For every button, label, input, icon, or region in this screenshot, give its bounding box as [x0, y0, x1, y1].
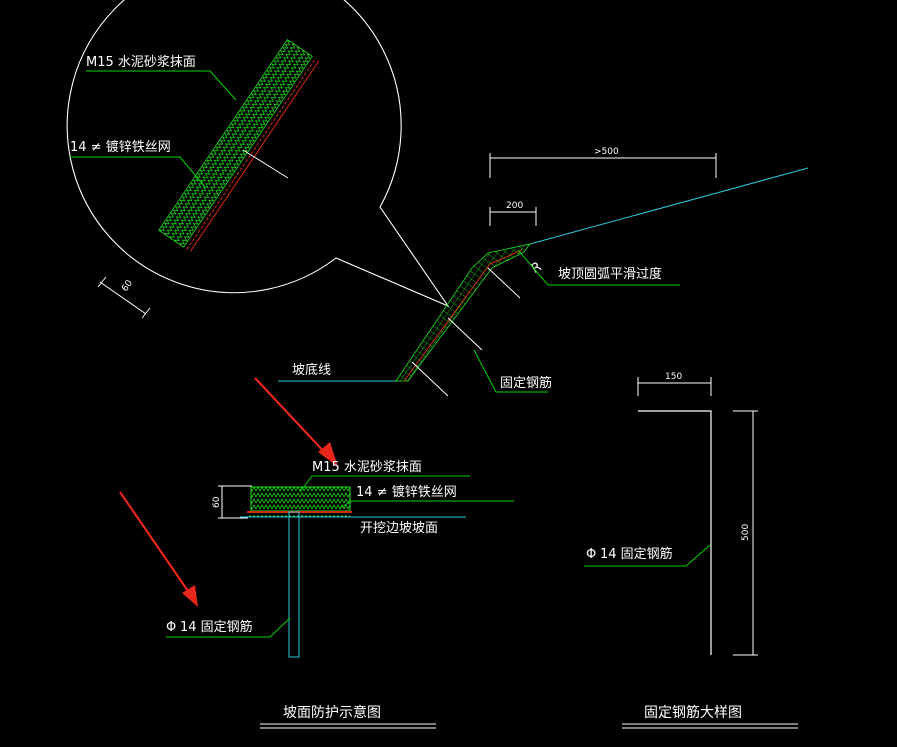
anchor-detail: 60 M15 水泥砂浆抹面 14 ≠ 镀锌铁丝网 开挖边坡坡面 Φ 14 固定钢… — [166, 460, 514, 658]
anchor-line — [487, 267, 521, 299]
rebar-dim-150: 150 — [665, 372, 682, 382]
titles: 坡面防护示意图 固定钢筋大样图 — [260, 704, 798, 729]
detail-bubble: M15 水泥砂浆抹面 14 ≠ 镀锌铁丝网 60 — [66, 0, 450, 319]
slope-section: >500 200 R 坡顶圆弧平滑过度 坡底线 固定钢筋 — [278, 147, 809, 397]
slope-protection-hatch — [395, 243, 531, 382]
anchor-mesh-leader — [339, 500, 514, 509]
dim-500: >500 — [489, 147, 717, 178]
dim-200-value: 200 — [506, 201, 523, 211]
anchor-rebar-symbol: Φ — [166, 620, 176, 635]
section-rebar-label: 固定钢筋 — [500, 375, 552, 391]
rebar-detail: 150 500 Φ 14 固定钢筋 — [584, 372, 758, 656]
anchor-rebar-leader — [166, 617, 291, 638]
title-left: 坡面防护示意图 — [283, 704, 381, 721]
anchor-mortar-leader — [299, 475, 470, 493]
slope-rebar-line — [403, 249, 523, 382]
bubble-mortar-leader — [86, 70, 237, 101]
anchor-surface-label: 开挖边坡坡面 — [360, 521, 438, 536]
bubble-thickness-dim: 60 — [97, 276, 151, 319]
anchor-rebar — [288, 511, 300, 658]
dim-500-value: >500 — [594, 147, 619, 157]
crest-leader — [517, 249, 680, 286]
rebar-dim-500: 500 — [741, 524, 751, 541]
bubble-mesh-leader — [70, 156, 206, 188]
crest-line — [529, 167, 809, 245]
rebar-detail-symbol: Φ — [586, 547, 596, 562]
bubble-mesh-label: 14 ≠ 镀锌铁丝网 — [70, 139, 171, 155]
rebar-detail-label: 14 固定钢筋 — [600, 546, 673, 562]
radius-mark: R — [529, 259, 544, 277]
anchor-line — [447, 317, 483, 351]
anchor-mortar-block — [250, 486, 351, 512]
bubble-thickness-value: 60 — [120, 278, 135, 293]
bubble-leader-white — [242, 149, 289, 179]
toe-label: 坡底线 — [292, 362, 331, 378]
title-right: 固定钢筋大样图 — [644, 704, 742, 721]
anchor-mortar-label: M15 水泥砂浆抹面 — [312, 460, 422, 475]
red-arrows — [119, 377, 338, 607]
dim-200: 200 — [489, 201, 537, 226]
bubble-mortar-label: M15 水泥砂浆抹面 — [86, 55, 196, 70]
rebar-leader — [473, 349, 548, 393]
anchor-rebar-label: 14 固定钢筋 — [180, 619, 253, 635]
bubble-mortar-layer — [158, 39, 320, 252]
anchor-mesh-label: 14 ≠ 镀锌铁丝网 — [356, 484, 457, 500]
crest-label: 坡顶圆弧平滑过度 — [558, 266, 662, 282]
rebar-shape — [638, 410, 712, 655]
anchor-line — [411, 361, 449, 397]
rebar-detail-leader — [584, 544, 711, 567]
anchor-thickness-value: 60 — [212, 496, 222, 508]
